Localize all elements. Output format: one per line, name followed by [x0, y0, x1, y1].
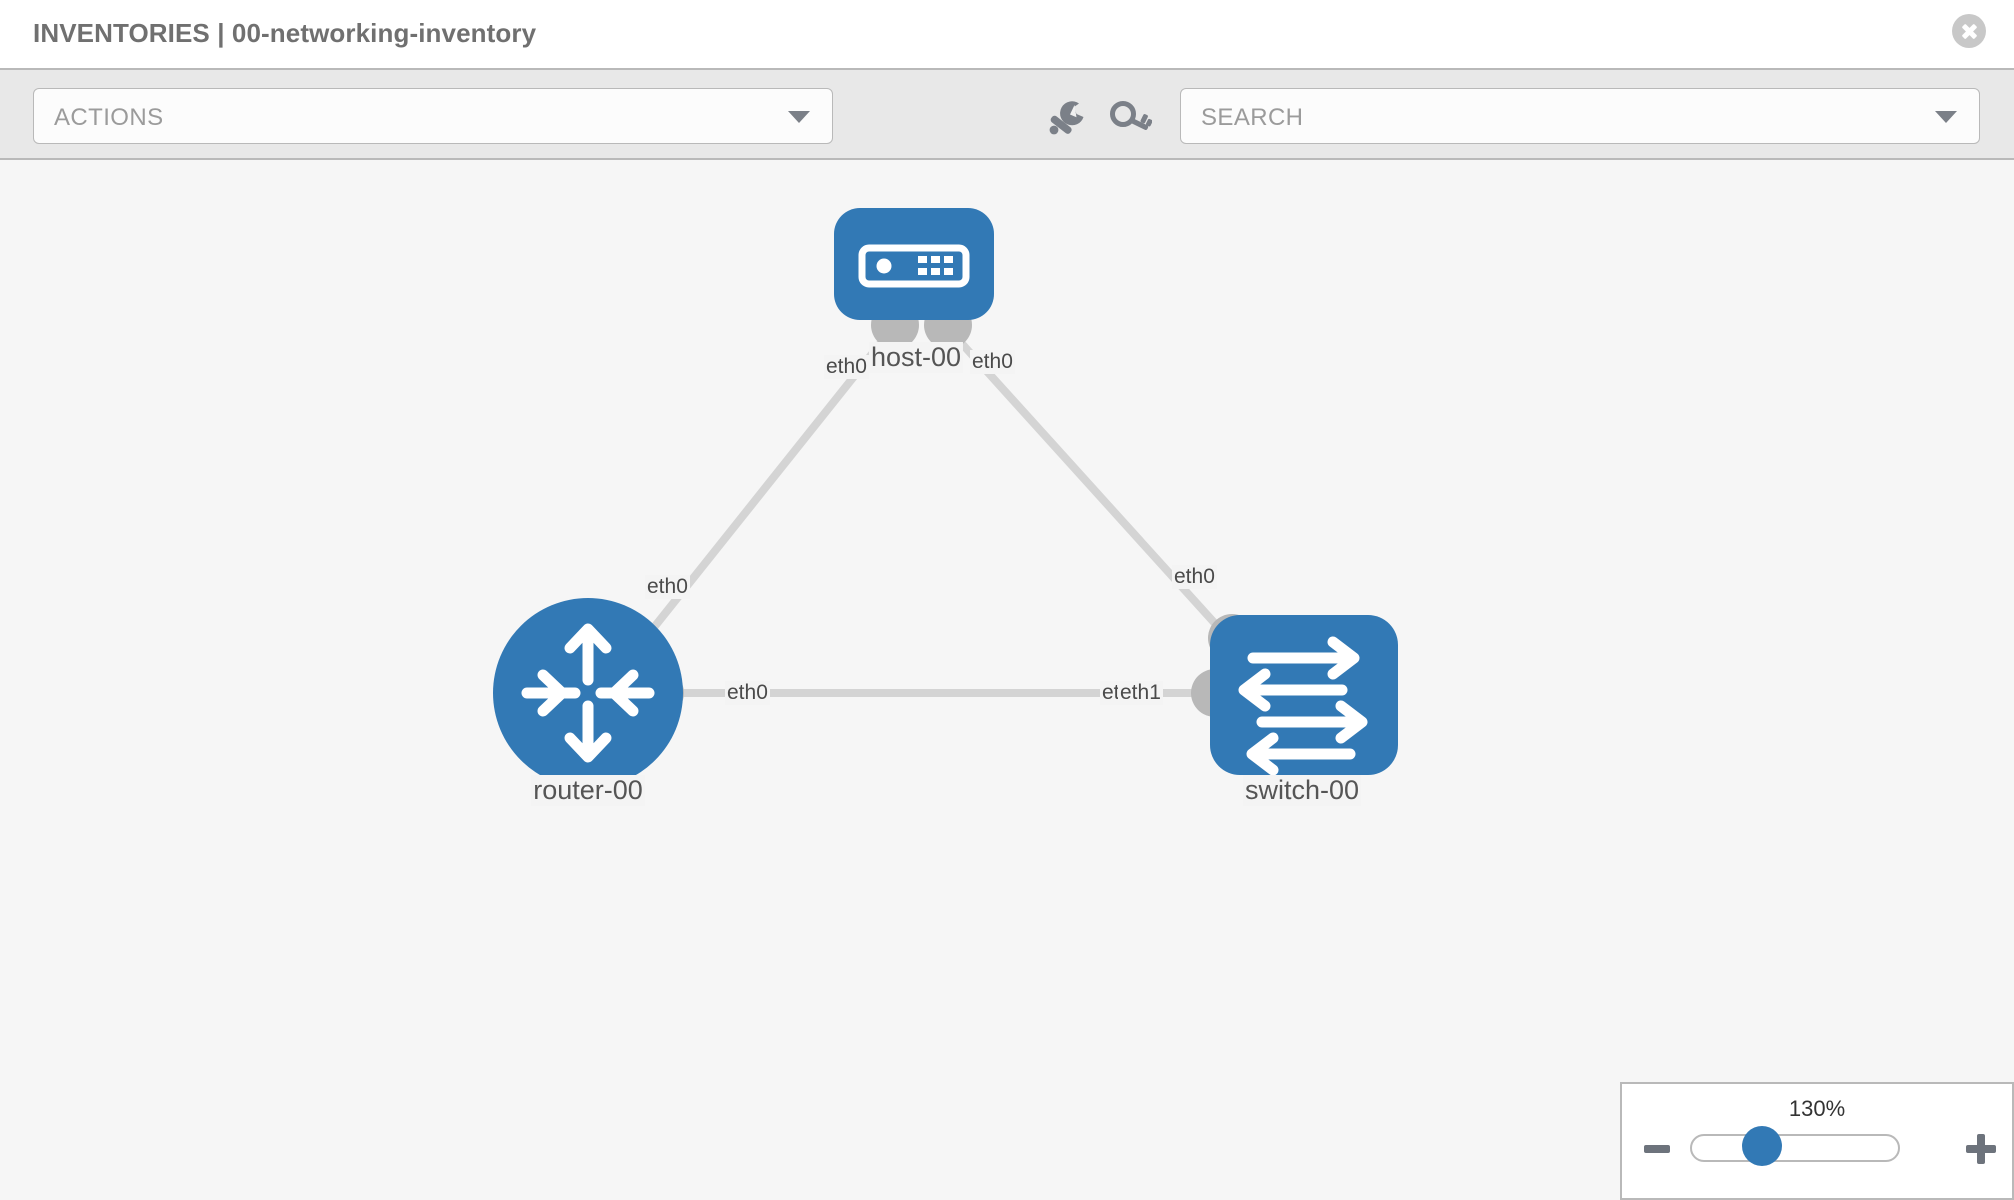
- node-router-00: [493, 598, 683, 788]
- page-title: INVENTORIES | 00-networking-inventory: [33, 18, 537, 48]
- zoom-slider-track[interactable]: [1690, 1134, 1900, 1162]
- iface-label-router-up: eth0: [645, 575, 690, 599]
- close-icon[interactable]: [1952, 14, 1986, 48]
- node-label-switch-00: switch-00: [1242, 775, 1362, 806]
- link-host00-switch00: [942, 322, 1251, 663]
- chevron-down-icon: [788, 111, 810, 123]
- topology-canvas[interactable]: host-00 router-00 switch-00 eth0 eth0 et…: [0, 160, 2014, 1200]
- zoom-level-value: 130%: [1788, 1096, 1846, 1121]
- actions-dropdown[interactable]: ACTIONS: [33, 88, 833, 144]
- iface-label-router-right: eth0: [725, 681, 770, 705]
- key-icon[interactable]: [1110, 100, 1152, 136]
- search-placeholder: SEARCH: [1201, 104, 1304, 131]
- zoom-in-button[interactable]: [1966, 1134, 1996, 1164]
- zoom-slider-thumb[interactable]: [1742, 1126, 1782, 1166]
- search-input[interactable]: SEARCH: [1180, 88, 1980, 144]
- iface-label-switch-left: eth1: [1118, 681, 1163, 705]
- node-label-router-00: router-00: [531, 775, 645, 806]
- zoom-control-panel: 130%: [1620, 1082, 2014, 1200]
- wrench-icon[interactable]: [1045, 100, 1087, 136]
- node-switch-00: [1210, 615, 1398, 776]
- iface-label-switch-up: eth0: [1172, 565, 1217, 589]
- actions-dropdown-label: ACTIONS: [54, 104, 164, 131]
- page-header: INVENTORIES | 00-networking-inventory: [0, 0, 2014, 68]
- node-host-00: [834, 208, 994, 320]
- zoom-out-button[interactable]: [1644, 1136, 1670, 1162]
- link-host00-router00: [616, 322, 899, 673]
- iface-label-host-right: eth0: [970, 350, 1015, 374]
- iface-label-host-left: eth0: [824, 355, 869, 379]
- chevron-down-icon: [1935, 111, 1957, 123]
- topology-graph: [493, 208, 1398, 788]
- toolbar: ACTIONS SEARCH: [0, 68, 2014, 160]
- node-label-host-00: host-00: [868, 342, 964, 373]
